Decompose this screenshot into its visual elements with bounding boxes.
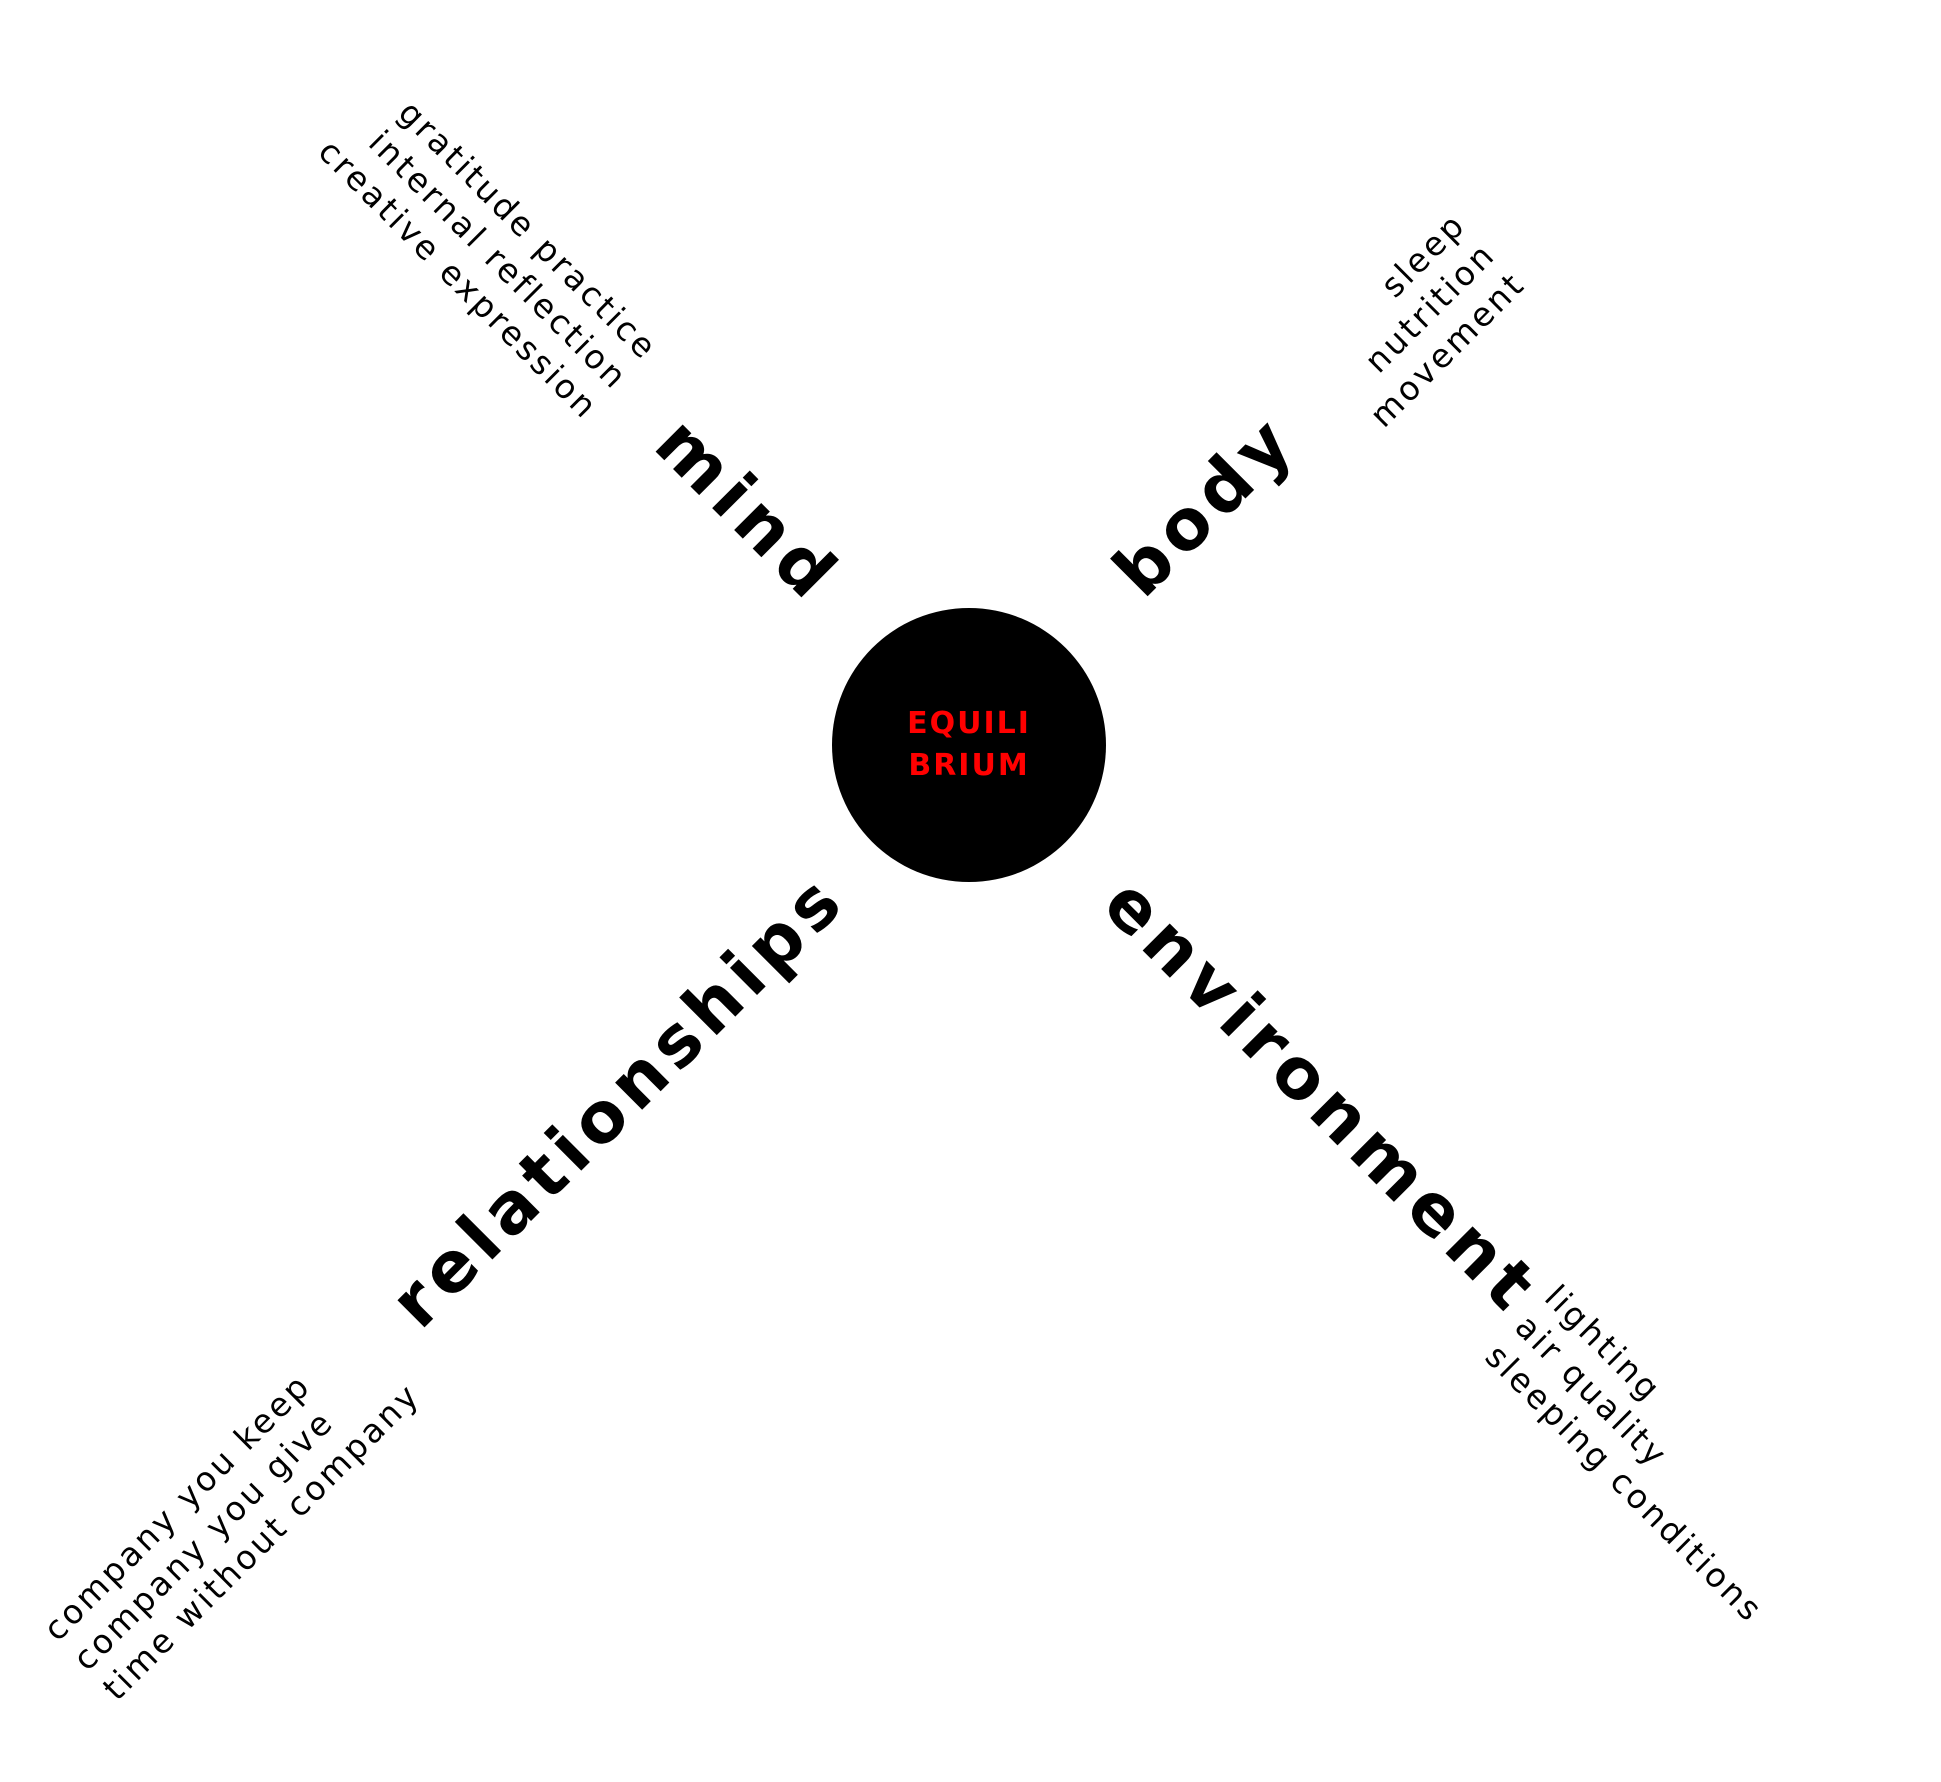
center-label-line-2: BRIUM bbox=[908, 748, 1030, 783]
relationships-heading: relationships bbox=[374, 856, 862, 1344]
body-items-list: sleep nutrition movement bbox=[1302, 204, 1534, 436]
mind-heading: mind bbox=[639, 401, 857, 619]
mind-item: internal reflection bbox=[361, 122, 637, 398]
relationships-items-list: company you keep company you give time w… bbox=[35, 1315, 429, 1709]
body-heading: body bbox=[1097, 397, 1313, 613]
mind-items-list: gratitude practice internal reflection c… bbox=[309, 71, 666, 428]
center-circle: EQUILI BRIUM bbox=[832, 608, 1106, 882]
center-label-line-1: EQUILI bbox=[907, 706, 1031, 741]
environment-items-list: lighting air quality sleeping conditions bbox=[1476, 1276, 1831, 1631]
relationships-item: company you give bbox=[65, 1401, 342, 1679]
environment-heading: environment bbox=[1087, 861, 1557, 1331]
